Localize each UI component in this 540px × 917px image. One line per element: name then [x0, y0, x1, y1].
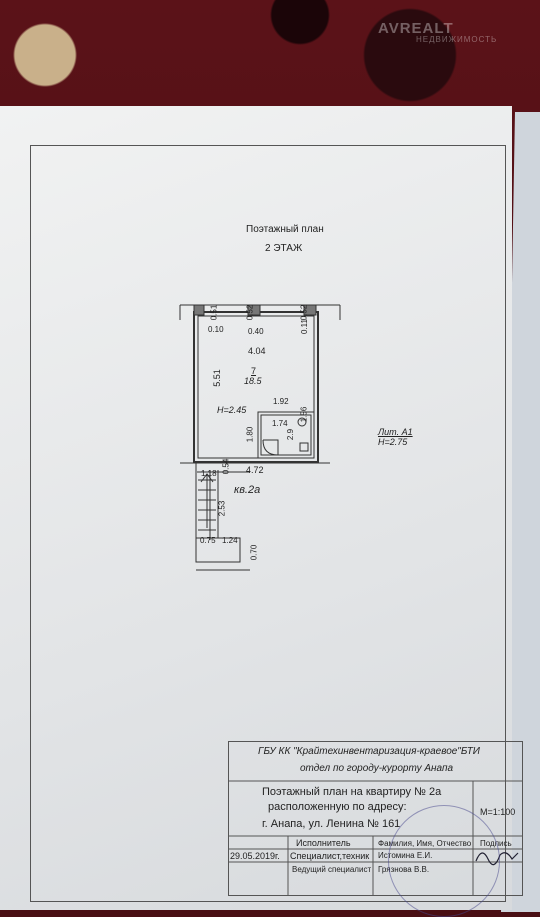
- dim-051: 0.51: [209, 304, 219, 321]
- dim-040: 0.40: [248, 327, 264, 336]
- date: 29.05.2019г.: [230, 851, 280, 861]
- dim-010: 0.10: [208, 325, 224, 334]
- doc-title: Поэтажный план на квартиру № 2а: [262, 786, 442, 798]
- scale: М=1:100: [480, 807, 516, 817]
- dim-075: 0.75: [200, 536, 216, 545]
- dim-174: 1.74: [272, 419, 288, 428]
- dim-551: 5.51: [211, 369, 222, 387]
- dim-054: 0.54: [221, 458, 231, 475]
- document-frame: [30, 145, 506, 902]
- dim-052-right: 0.52: [299, 304, 309, 321]
- plan-floor: 2 ЭТАЖ: [265, 243, 303, 254]
- dim-124: 1.24: [222, 536, 238, 545]
- dim-404: 4.04: [248, 346, 266, 356]
- dim-118: 1.18: [201, 469, 217, 478]
- dim-156: 1.56: [299, 406, 309, 423]
- dim-052-left: 0.52: [245, 304, 255, 321]
- dim-180: 1.80: [245, 426, 255, 443]
- lit-height: H=2.75: [378, 437, 408, 447]
- org-name: ГБУ КК "Крайтехинвентаризация-краевое"БТ…: [258, 746, 480, 757]
- room-area: 18.5: [244, 376, 262, 386]
- role-2: Ведущий специалист: [292, 865, 372, 874]
- dim-070: 0.70: [249, 544, 259, 561]
- plan-title: Поэтажный план: [246, 224, 324, 235]
- lit-label: Лит. А1: [378, 427, 413, 437]
- hdr-role: Исполнитель: [296, 838, 351, 848]
- bathroom-outline: [257, 411, 315, 459]
- org-dept: отдел по городу-курорту Анапа: [300, 763, 454, 774]
- dim-011: 0.11: [299, 319, 309, 334]
- bath-area: 2.9: [286, 428, 296, 441]
- dim-192: 1.92: [273, 397, 289, 406]
- watermark: AVREALT НЕДВИЖИМОСТЬ: [378, 20, 497, 44]
- watermark-sub: НЕДВИЖИМОСТЬ: [416, 35, 498, 44]
- watermark-brand: AVREALT: [378, 20, 454, 37]
- room-height: H=2.45: [217, 405, 247, 415]
- doc-subtitle: расположенную по адресу:: [268, 801, 407, 813]
- document-page: [0, 106, 512, 910]
- seal-stamp: [388, 805, 500, 917]
- role-1: Специалист,техник: [290, 851, 370, 861]
- dim-253: 2.53: [217, 500, 227, 517]
- doc-address: г. Анапа, ул. Ленина № 161: [262, 818, 401, 830]
- room-inner-outline: [197, 315, 315, 459]
- dim-472: 4.72: [246, 465, 264, 475]
- room-number: 7: [251, 366, 257, 376]
- apartment-label: кв.2а: [234, 484, 261, 496]
